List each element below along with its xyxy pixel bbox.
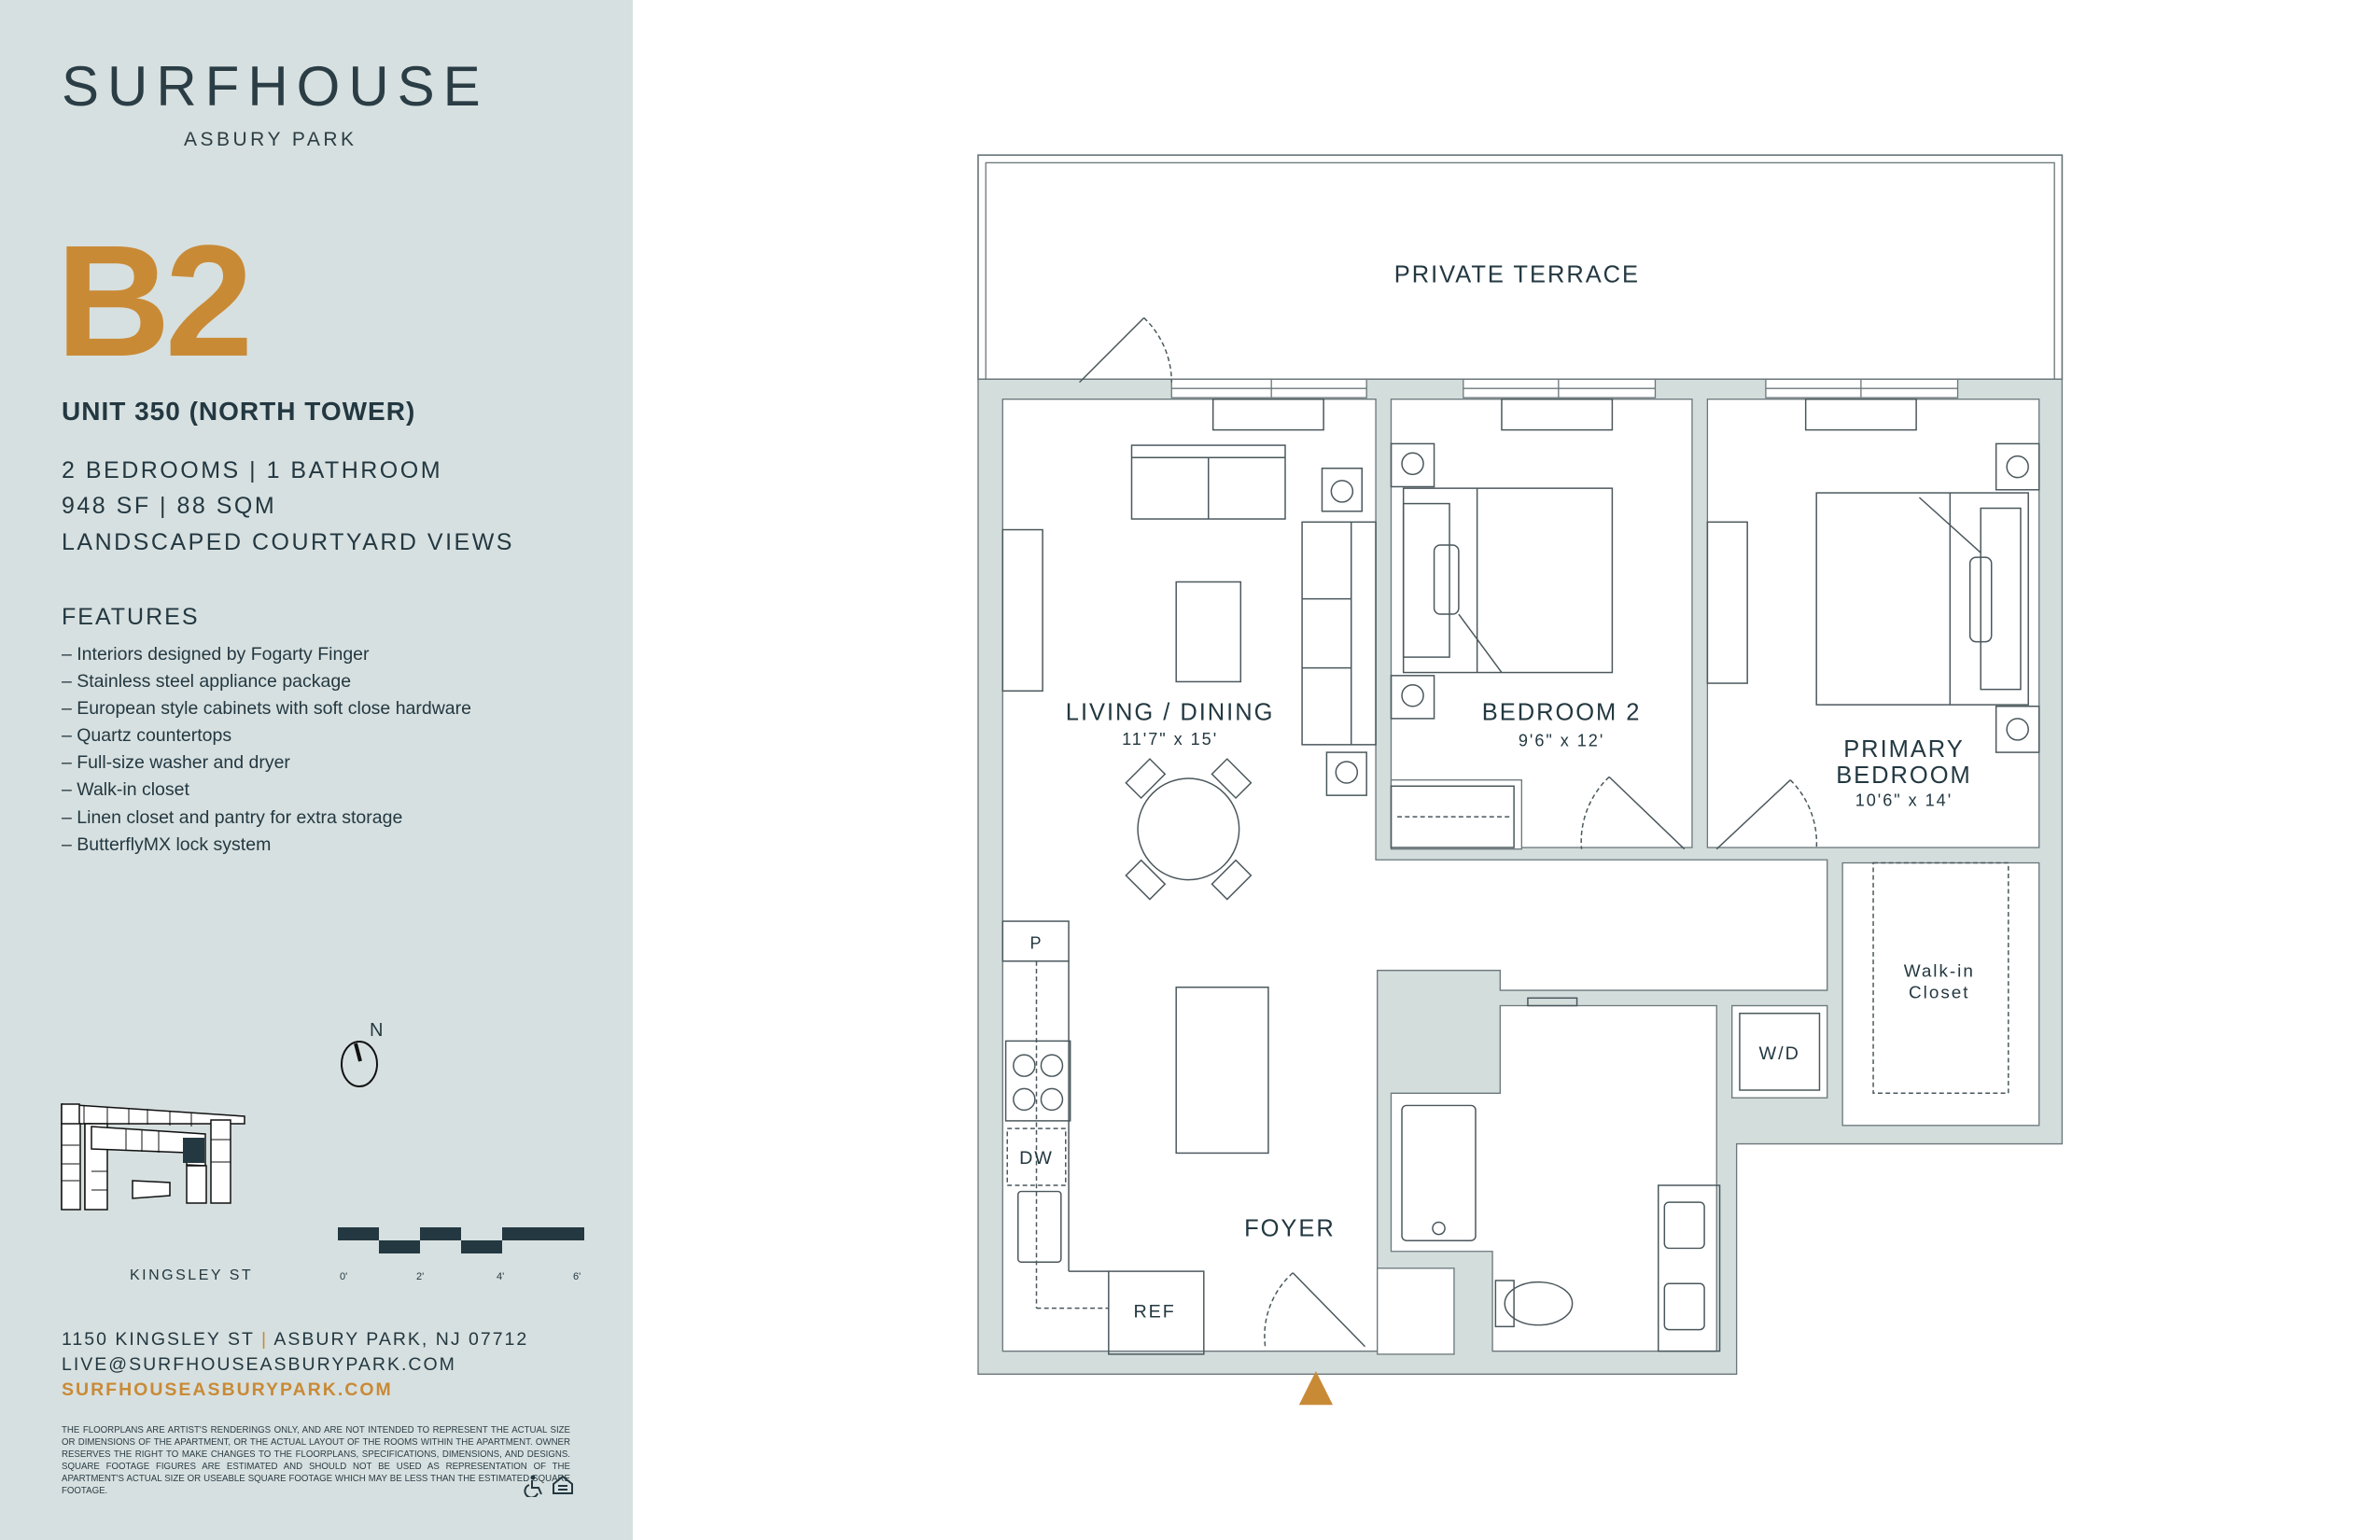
accessibility-icon bbox=[524, 1475, 573, 1497]
walk-in-label: Closet bbox=[1909, 983, 1969, 1002]
unit-code: B2 bbox=[56, 213, 253, 390]
bedroom-2-dims: 9'6" x 12' bbox=[1519, 732, 1604, 750]
disclaimer: THE FLOORPLANS ARE ARTIST'S RENDERINGS O… bbox=[62, 1425, 570, 1496]
feature-item: – Quartz countertops bbox=[62, 725, 232, 746]
scale-tick: 6' bbox=[573, 1271, 581, 1282]
email-link[interactable]: LIVE@SURFHOUSEASBURYPARK.COM bbox=[62, 1354, 456, 1375]
furniture bbox=[1001, 398, 2040, 1355]
private-terrace bbox=[977, 154, 2064, 381]
equal-housing-icon bbox=[553, 1475, 573, 1494]
feature-item: – Interiors designed by Fogarty Finger bbox=[62, 644, 370, 665]
linen-closet bbox=[1377, 1267, 1455, 1355]
feature-item: – Linen closet and pantry for extra stor… bbox=[62, 807, 403, 828]
feature-item: – Stainless steel appliance package bbox=[62, 671, 352, 692]
spec-area: 948 SF | 88 SQM bbox=[62, 493, 277, 519]
fridge-label: REF bbox=[1133, 1301, 1175, 1322]
feature-item: – ButterflyMX lock system bbox=[62, 834, 272, 855]
brand-logo: SURFHOUSE bbox=[62, 55, 489, 118]
dishwasher-label: DW bbox=[1019, 1148, 1054, 1169]
bedroom-2-area bbox=[1390, 399, 1693, 848]
features-heading: FEATURES bbox=[62, 604, 200, 630]
highlighted-unit bbox=[183, 1138, 204, 1163]
bathroom-area bbox=[1390, 1004, 1717, 1352]
brand-location: ASBURY PARK bbox=[184, 129, 357, 150]
scale-bar bbox=[338, 1227, 584, 1253]
living-label: LIVING / DINING bbox=[1066, 700, 1275, 726]
foyer-label: FOYER bbox=[1244, 1215, 1336, 1241]
key-plan bbox=[61, 1103, 245, 1211]
entry-arrow-icon bbox=[1298, 1371, 1333, 1406]
scale-tick: 2' bbox=[416, 1271, 425, 1282]
walk-in-closet-area bbox=[1841, 861, 2040, 1127]
street-address: 1150 KINGSLEY ST bbox=[62, 1329, 255, 1350]
feature-item: – Walk-in closet bbox=[62, 779, 189, 800]
website-link[interactable]: SURFHOUSEASBURYPARK.COM bbox=[62, 1379, 393, 1400]
unit-name: UNIT 350 (NORTH TOWER) bbox=[62, 397, 416, 426]
scale-tick: 4' bbox=[497, 1271, 505, 1282]
bedroom-2-label: BEDROOM 2 bbox=[1482, 700, 1642, 726]
scale-tick: 0' bbox=[340, 1271, 348, 1282]
primary-bedroom-label: PRIMARY bbox=[1843, 736, 1964, 763]
address-separator: | bbox=[260, 1329, 269, 1350]
feature-item: – Full-size washer and dryer bbox=[62, 752, 290, 773]
pantry-label: P bbox=[1029, 934, 1043, 953]
laundry-label: W/D bbox=[1759, 1043, 1800, 1064]
info-panel: SURFHOUSE ASBURY PARK B2 UNIT 350 (NORTH… bbox=[0, 0, 633, 1540]
compass-icon bbox=[341, 1041, 378, 1087]
terrace-label: PRIVATE TERRACE bbox=[1394, 262, 1640, 288]
street-label: KINGSLEY ST bbox=[130, 1267, 254, 1283]
spec-rooms: 2 BEDROOMS | 1 BATHROOM bbox=[62, 457, 443, 483]
spec-views: LANDSCAPED COURTYARD VIEWS bbox=[62, 529, 514, 555]
city-address: ASBURY PARK, NJ 07712 bbox=[273, 1329, 529, 1350]
primary-bedroom-area bbox=[1706, 399, 2040, 848]
doors bbox=[1079, 316, 1818, 1348]
address-line: 1150 KINGSLEY ST | ASBURY PARK, NJ 07712 bbox=[62, 1329, 528, 1351]
walk-in-label: Walk-in bbox=[1904, 961, 1975, 981]
living-dims: 11'7" x 15' bbox=[1122, 730, 1218, 749]
windows bbox=[1170, 378, 1959, 399]
primary-bedroom-label: BEDROOM bbox=[1836, 763, 1972, 789]
primary-bedroom-dims: 10'6" x 14' bbox=[1855, 791, 1953, 810]
north-label: N bbox=[370, 1020, 384, 1041]
feature-item: – European style cabinets with soft clos… bbox=[62, 698, 471, 719]
laundry-closet bbox=[1731, 1004, 1828, 1099]
